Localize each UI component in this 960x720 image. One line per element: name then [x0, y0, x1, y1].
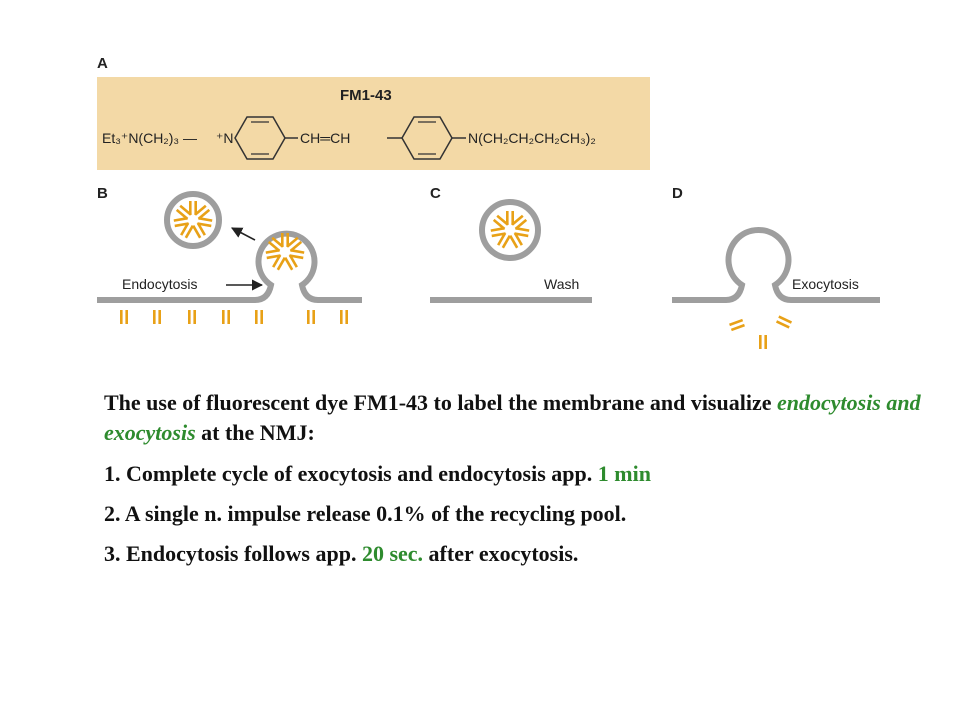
item3-text-end: after exocytosis. [423, 541, 579, 566]
panel-letter-a: A [97, 55, 108, 72]
exocytosis-diagram: Exocytosis [672, 226, 880, 349]
released-dye [729, 315, 793, 349]
membrane-dye-row [120, 310, 348, 324]
budding-arrow [231, 227, 256, 241]
formula-ring-nitrogen: ⁺N [216, 130, 234, 146]
endocytosis-diagram: Endocytosis [97, 191, 362, 324]
intro-text: The use of fluorescent dye FM1-43 to lab… [104, 390, 777, 415]
formula-right-group: N(CH₂CH₂CH₂CH₃)₂ [468, 130, 596, 146]
caption-item-1: 1. Complete cycle of exocytosis and endo… [104, 460, 924, 488]
panel-letter-d: D [672, 185, 683, 202]
item2-text: 2. A single n. impulse release 0.1% of t… [104, 501, 627, 526]
internalized-vesicle [164, 191, 222, 249]
endocytosis-label: Endocytosis [122, 276, 197, 292]
wash-diagram: Wash [430, 199, 592, 303]
caption-item-2: 2. A single n. impulse release 0.1% of t… [104, 500, 924, 528]
intro-highlight: endocytosis and exocytosis [104, 390, 921, 445]
wash-label: Wash [544, 276, 579, 292]
fm1-43-structural-formula: Et₃⁺N(CH₂)₃ — ⁺N CH═CH N(CH₂CH₂CH₂CH₃)₂ [102, 116, 596, 160]
panel-letter-c: C [430, 185, 441, 202]
labeled-vesicle [479, 199, 541, 261]
exocytosis-label: Exocytosis [792, 276, 859, 292]
formula-left-group: Et₃⁺N(CH₂)₃ — [102, 130, 197, 146]
intro-text-end: at the NMJ: [195, 420, 315, 445]
caption-item-3: 3. Endocytosis follows app. 20 sec. afte… [104, 540, 924, 568]
figure-caption: The use of fluorescent dye FM1-43 to lab… [104, 388, 924, 568]
item3-highlight: 20 sec. [361, 541, 424, 566]
presynaptic-membrane-d [672, 226, 880, 303]
structure-header-box [97, 77, 650, 170]
fm1-43-figure: A FM1-43 Et₃⁺N(CH₂)₃ — ⁺N CH═CH N(CH₂CH₂… [97, 55, 880, 349]
item1-text: 1. Complete cycle of exocytosis and endo… [104, 461, 598, 486]
item1-highlight: 1 min [597, 461, 651, 486]
item3-text: 3. Endocytosis follows app. [104, 541, 362, 566]
panel-letter-b: B [97, 185, 108, 202]
formula-vinyl-bridge: CH═CH [300, 130, 350, 146]
dye-name-label: FM1-43 [340, 87, 392, 104]
caption-intro: The use of fluorescent dye FM1-43 to lab… [104, 388, 924, 448]
